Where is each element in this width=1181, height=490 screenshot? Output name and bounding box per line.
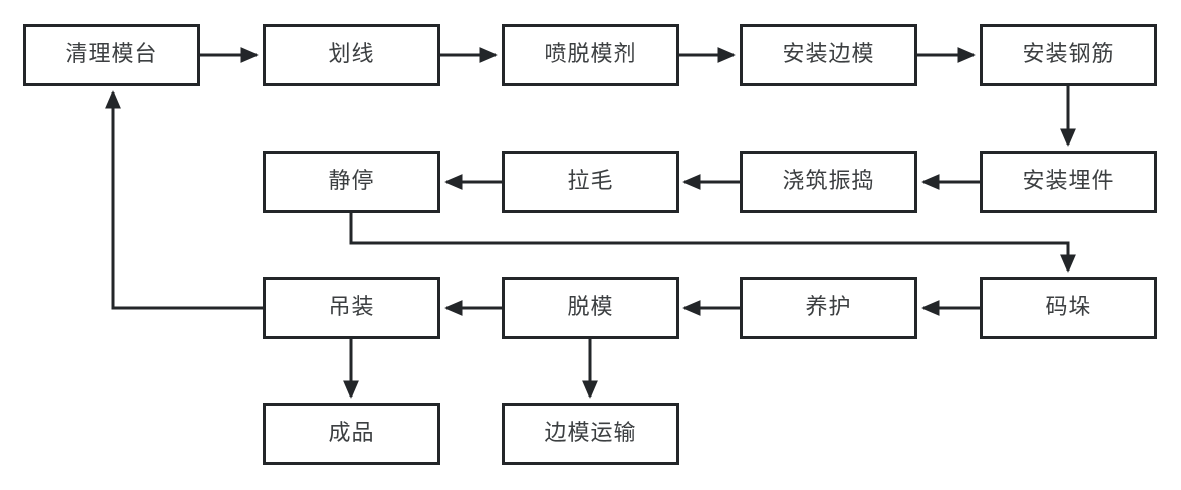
edge-diaozhuang-to-qinglimotai-feedback [105, 90, 263, 310]
node-label: 养护 [805, 295, 852, 320]
node-bianmoyunshu[interactable]: 边模运输 [502, 403, 679, 465]
node-label: 安装埋件 [1022, 169, 1115, 194]
node-label: 喷脱模剂 [544, 42, 637, 67]
node-label: 安装边模 [782, 42, 875, 67]
node-label: 清理模台 [65, 42, 158, 67]
node-qinglimotai[interactable]: 清理模台 [23, 24, 200, 86]
node-tuomo[interactable]: 脱模 [502, 277, 679, 339]
node-chengpin[interactable]: 成品 [263, 403, 440, 465]
node-label: 浇筑振捣 [782, 169, 875, 194]
node-label: 划线 [328, 42, 375, 67]
node-label: 边模运输 [544, 421, 637, 446]
node-anzhuangmaijian[interactable]: 安装埋件 [980, 151, 1157, 213]
node-anzhuangbianmo[interactable]: 安装边模 [740, 24, 917, 86]
node-anzhuanggangjin[interactable]: 安装钢筋 [980, 24, 1157, 86]
node-label: 拉毛 [567, 169, 614, 194]
node-huaxian[interactable]: 划线 [263, 24, 440, 86]
node-jingting[interactable]: 静停 [263, 151, 440, 213]
edge-jingting-to-madui [349, 212, 1076, 273]
node-label: 吊装 [328, 295, 375, 320]
node-diaozhuang[interactable]: 吊装 [263, 277, 440, 339]
node-label: 码垛 [1045, 295, 1092, 320]
node-label: 脱模 [567, 295, 614, 320]
node-jiaozhuzhendao[interactable]: 浇筑振捣 [740, 151, 917, 213]
node-label: 成品 [328, 421, 375, 446]
node-lamao[interactable]: 拉毛 [502, 151, 679, 213]
node-madui[interactable]: 码垛 [980, 277, 1157, 339]
node-pentuomoji[interactable]: 喷脱模剂 [502, 24, 679, 86]
node-label: 静停 [328, 169, 375, 194]
node-yanghu[interactable]: 养护 [740, 277, 917, 339]
node-label: 安装钢筋 [1022, 42, 1115, 67]
